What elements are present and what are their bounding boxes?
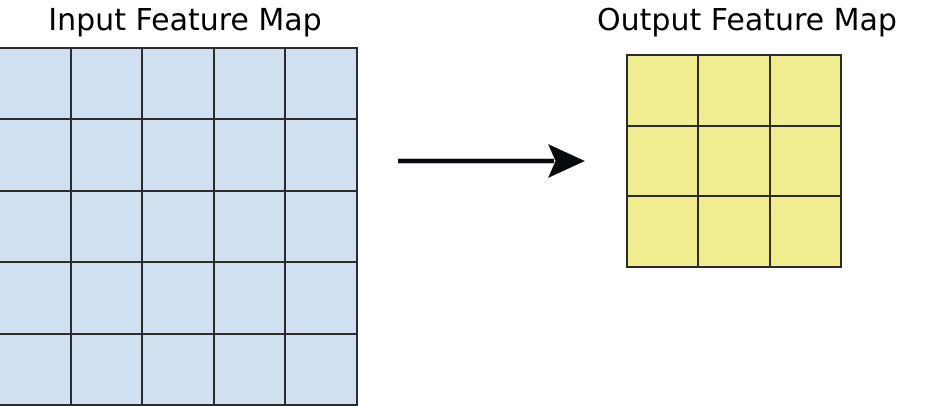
input-cell — [214, 191, 285, 262]
input-feature-map-grid — [0, 47, 358, 406]
input-cell — [286, 263, 356, 333]
input-cell — [0, 263, 70, 333]
input-cell — [71, 120, 142, 190]
output-cell — [699, 56, 769, 125]
input-cell — [286, 334, 356, 404]
input-cell — [143, 120, 213, 190]
arrow-head — [548, 144, 585, 178]
input-cell — [286, 191, 356, 262]
output-cell — [628, 56, 698, 125]
input-cell — [0, 334, 70, 404]
output-cell — [699, 197, 769, 266]
output-feature-map-grid — [626, 54, 842, 268]
input-cell — [214, 263, 285, 333]
input-cell — [71, 49, 142, 119]
input-cell — [214, 49, 285, 119]
input-cell — [286, 120, 356, 190]
input-cell — [143, 263, 213, 333]
input-cell — [214, 120, 285, 190]
input-cell — [143, 191, 213, 262]
input-cell — [0, 49, 70, 119]
output-cell — [770, 56, 840, 125]
output-cell — [770, 197, 840, 266]
output-cell — [770, 126, 840, 196]
input-cell — [71, 334, 142, 404]
input-cell — [143, 334, 213, 404]
input-cell — [143, 49, 213, 119]
input-cell — [0, 120, 70, 190]
output-cell — [628, 126, 698, 196]
output-cell — [699, 126, 769, 196]
input-feature-map-title: Input Feature Map — [48, 3, 322, 38]
transformation-arrow-icon — [398, 144, 585, 178]
input-cell — [71, 263, 142, 333]
input-cell — [71, 191, 142, 262]
input-cell — [214, 334, 285, 404]
input-cell — [0, 191, 70, 262]
output-feature-map-title: Output Feature Map — [597, 3, 897, 38]
input-cell — [286, 49, 356, 119]
output-cell — [628, 197, 698, 266]
